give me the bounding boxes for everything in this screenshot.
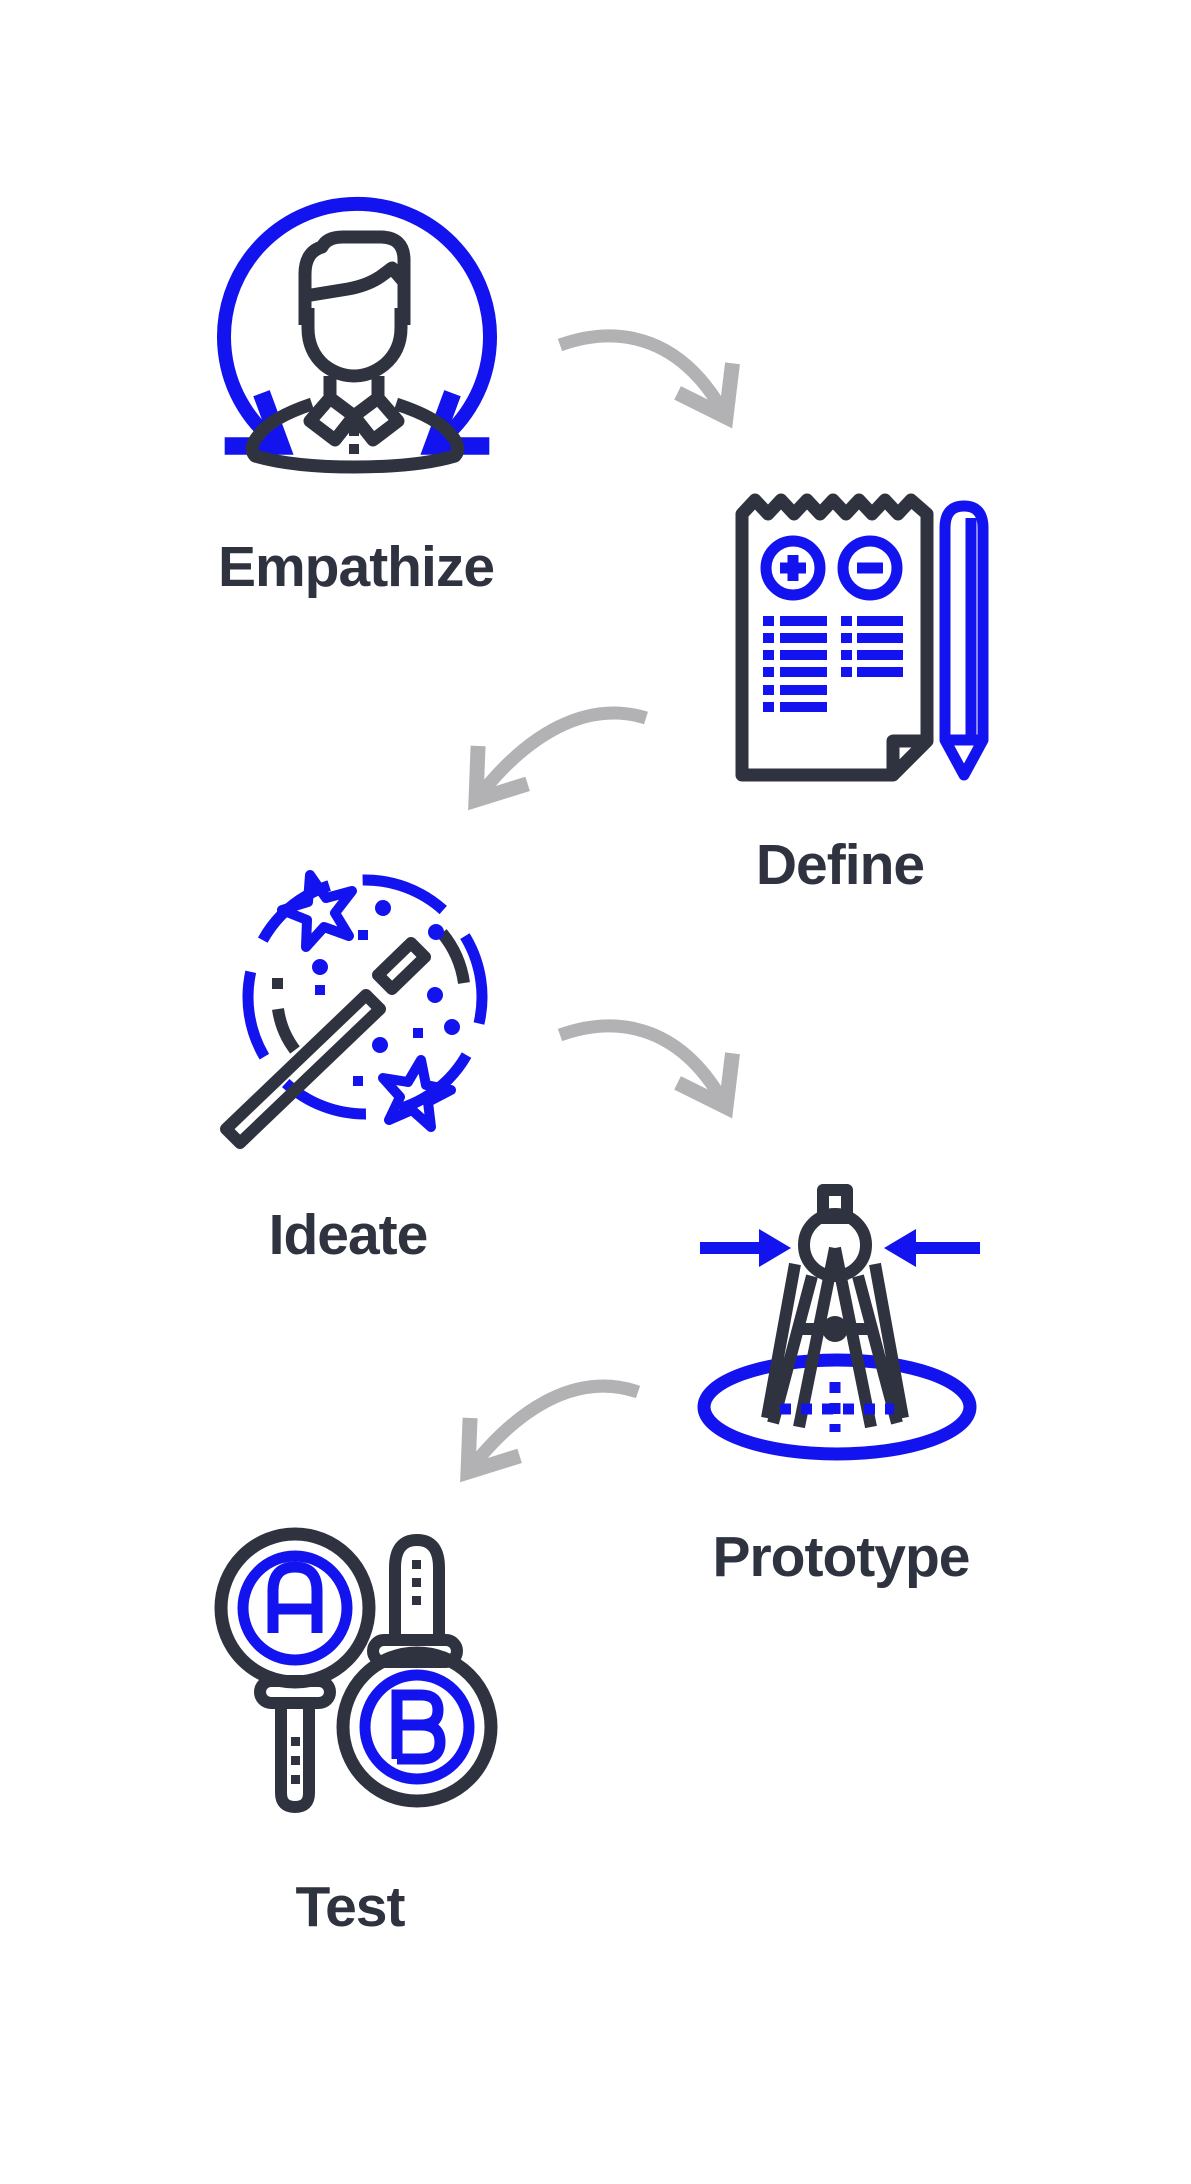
flow-arrow-prototype-test: [460, 1379, 641, 1483]
stage-label-prototype: Prototype: [712, 1525, 970, 1589]
notepad-pencil-icon: [735, 493, 989, 782]
user-cycle-icon: [217, 196, 497, 474]
flow-arrow-ideate-prototype: [557, 1019, 740, 1119]
flow-arrow-empathize-define: [557, 329, 740, 429]
stage-label-ideate: Ideate: [268, 1203, 429, 1267]
ab-test-paddles-icon: [214, 1527, 498, 1813]
magic-wand-icon: [220, 870, 488, 1149]
stage-label-empathize: Empathize: [217, 535, 495, 599]
flow-arrow-define-ideate: [468, 706, 648, 811]
stage-label-test: Test: [295, 1875, 406, 1939]
stage-label-define: Define: [755, 833, 925, 897]
drafting-compass-icon: [697, 1184, 980, 1461]
